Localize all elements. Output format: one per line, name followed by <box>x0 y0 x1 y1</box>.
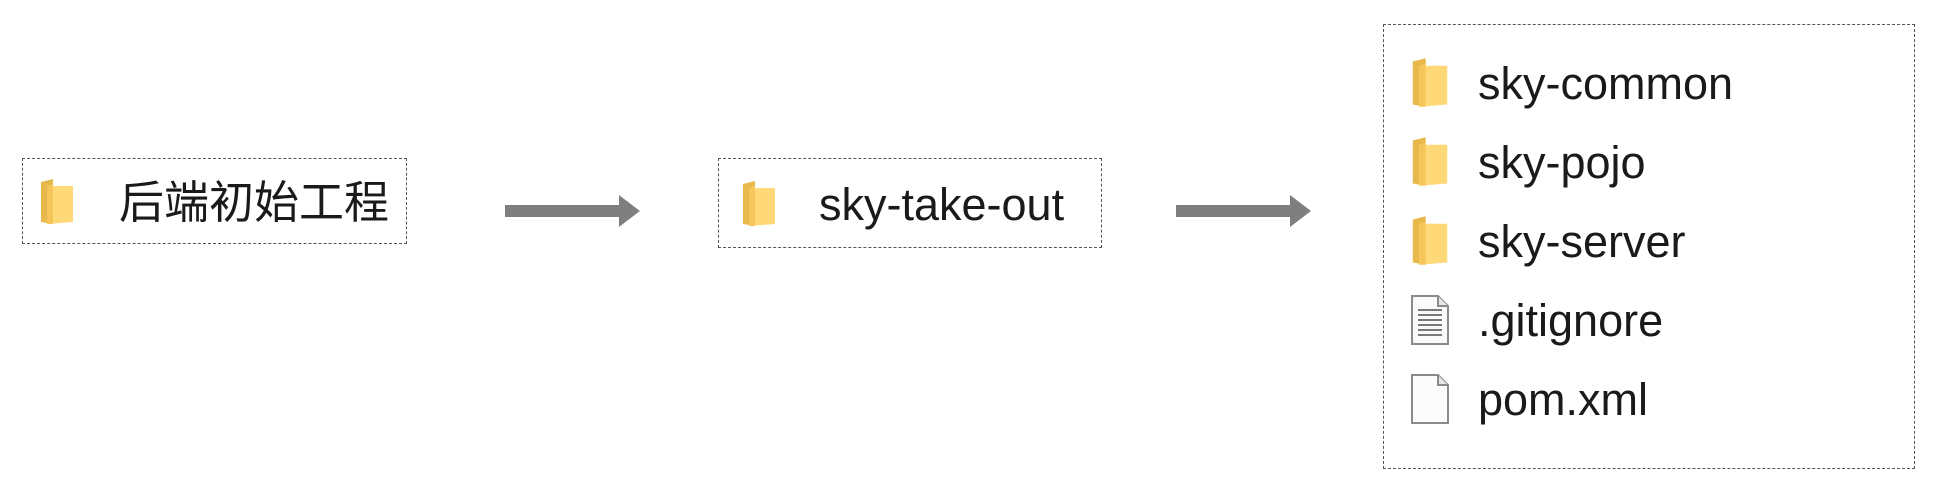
arrow-right-icon <box>1176 195 1311 227</box>
modules-box: sky-common sky-pojo sky-server .gitignor… <box>1383 24 1915 469</box>
list-item-label: pom.xml <box>1478 373 1649 425</box>
list-item-sky-server[interactable]: sky-server <box>1408 215 1733 267</box>
folder-icon <box>739 178 779 230</box>
folder-icon <box>1408 213 1452 269</box>
list-item-label: sky-pojo <box>1478 136 1646 188</box>
list-item-pom-xml[interactable]: pom.xml <box>1408 373 1733 425</box>
project-folder-label: sky-take-out <box>819 178 1065 230</box>
folder-icon <box>1408 134 1452 190</box>
list-item-label: .gitignore <box>1478 294 1664 346</box>
list-item-gitignore[interactable]: .gitignore <box>1408 294 1733 346</box>
project-folder-item[interactable]: sky-take-out <box>739 179 1064 229</box>
root-folder-box: 后端初始工程 <box>22 158 407 244</box>
text-file-icon <box>1408 292 1452 348</box>
module-list: sky-common sky-pojo sky-server .gitignor… <box>1408 57 1733 452</box>
list-item-label: sky-common <box>1478 57 1734 109</box>
file-icon <box>1408 371 1452 427</box>
folder-icon <box>1408 55 1452 111</box>
project-folder-box: sky-take-out <box>718 158 1102 248</box>
list-item-label: sky-server <box>1478 215 1686 267</box>
root-folder-item[interactable]: 后端初始工程 <box>37 177 389 227</box>
list-item-sky-pojo[interactable]: sky-pojo <box>1408 136 1733 188</box>
list-item-sky-common[interactable]: sky-common <box>1408 57 1733 109</box>
root-folder-label: 后端初始工程 <box>119 176 390 228</box>
folder-icon <box>37 176 77 228</box>
arrow-right-icon <box>505 195 640 227</box>
